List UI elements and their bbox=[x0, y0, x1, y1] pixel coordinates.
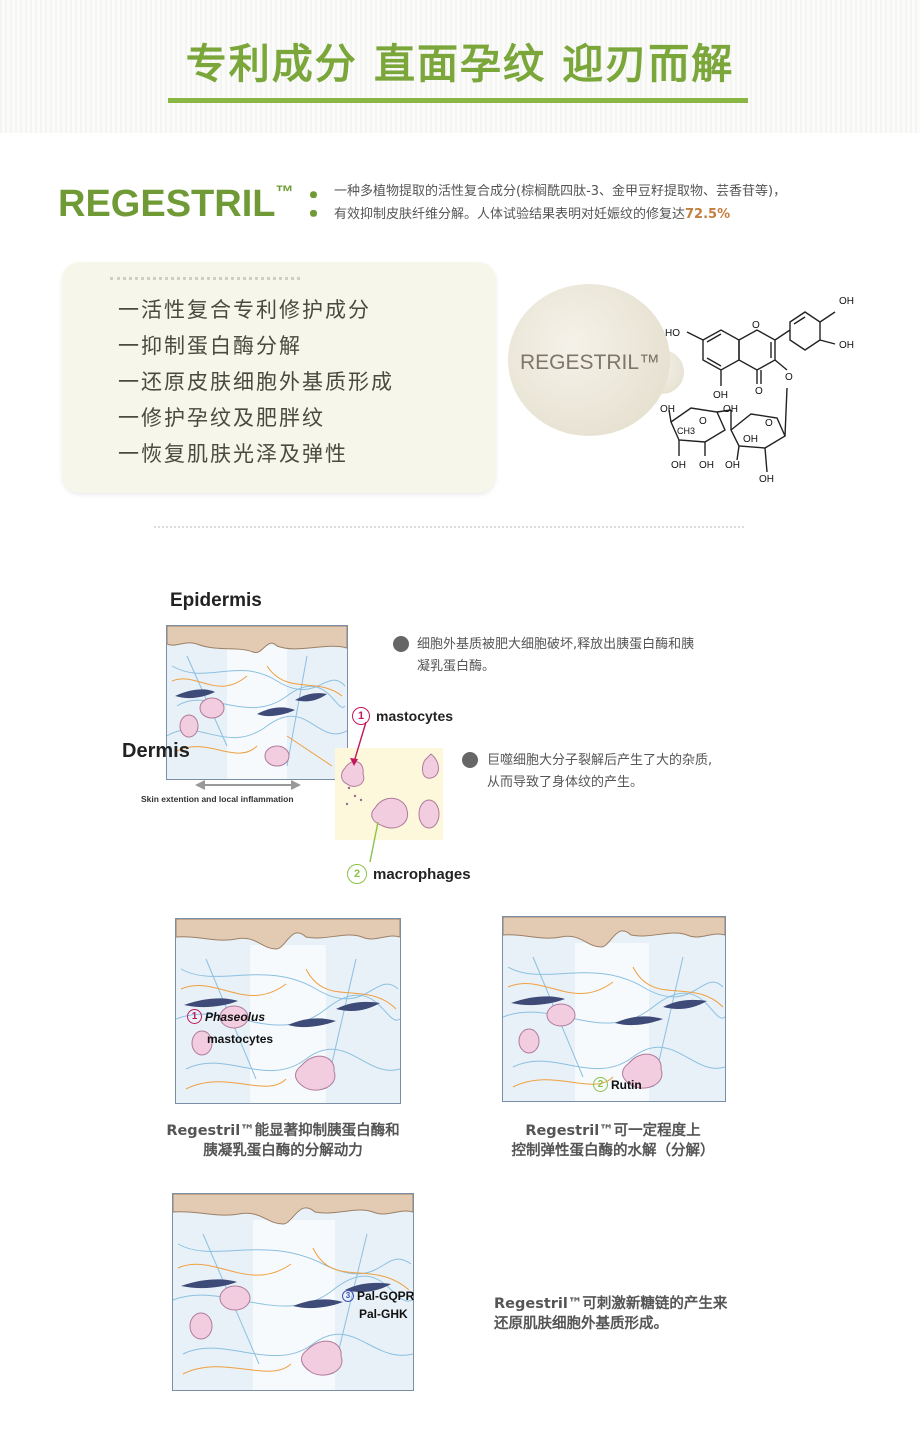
molecule-label: CH3 bbox=[677, 426, 695, 436]
header-band bbox=[0, 0, 920, 133]
caption-line: Regestril™能显著抑制胰蛋白酶和 bbox=[166, 1123, 400, 1139]
molecule-label: O bbox=[785, 372, 793, 383]
note-line: 细胞外基质被肥大细胞破坏,释放出胰蛋白酶和胰 bbox=[417, 637, 695, 652]
molecule-label: O bbox=[752, 320, 760, 331]
feature-item: 一修护孕纹及肥胖纹 bbox=[118, 406, 325, 430]
number-badge: 1 bbox=[187, 1009, 202, 1024]
panel-c-illustration bbox=[172, 1193, 414, 1391]
panel-a-illustration bbox=[175, 918, 401, 1104]
trademark-mark: ™ bbox=[275, 182, 294, 202]
skin-extension-note: Skin extention and local inflammation bbox=[141, 794, 294, 804]
molecule-label: OH bbox=[759, 474, 774, 485]
note-line: 巨噬细胞大分子裂解后产生了大的杂质, bbox=[487, 753, 713, 768]
repair-rate: 72.5% bbox=[685, 207, 731, 222]
pal-ghk-label: Pal-GHK bbox=[359, 1307, 408, 1321]
features-box bbox=[62, 262, 496, 493]
caption-line: Regestril™可一定程度上 bbox=[525, 1123, 701, 1139]
molecule-label: OH bbox=[723, 404, 738, 415]
page-title: 专利成分 直面孕纹 迎刃而解 bbox=[185, 40, 735, 88]
note-line: 凝乳蛋白酶。 bbox=[417, 659, 496, 674]
molecule-label: OH bbox=[725, 460, 740, 471]
mastocytes-sublabel: mastocytes bbox=[207, 1032, 274, 1046]
pointer-line bbox=[369, 821, 379, 863]
feature-item: 一还原皮肤细胞外基质形成 bbox=[118, 370, 394, 394]
product-bubble bbox=[508, 284, 670, 436]
molecule-label: O bbox=[755, 386, 763, 397]
rutin-text: Rutin bbox=[611, 1078, 642, 1092]
molecule-label: O bbox=[699, 416, 707, 427]
feature-item: 一活性复合专利修护成分 bbox=[118, 298, 371, 322]
brand-colon: ： bbox=[304, 183, 343, 225]
molecule-label: OH bbox=[671, 460, 686, 471]
epidermis-label: Epidermis bbox=[170, 590, 262, 611]
bullet-dot bbox=[462, 752, 478, 768]
caption-line: 还原肌肤细胞外基质形成。 bbox=[494, 1316, 668, 1332]
mastocytes-label: 1 mastocytes bbox=[352, 707, 453, 725]
intro-line-1: 一种多植物提取的活性复合成分(棕榈酰四肽-3、金甲豆籽提取物、芸香苷等)， bbox=[334, 184, 787, 199]
skin-illustration bbox=[166, 625, 348, 780]
title-underline bbox=[168, 98, 748, 103]
feature-item: 一抑制蛋白酶分解 bbox=[118, 334, 302, 358]
pal-gqpr-text: Pal-GQPR bbox=[357, 1289, 415, 1303]
molecule-label: OH bbox=[839, 296, 854, 307]
molecule-label: OH bbox=[713, 390, 728, 401]
dermis-label: Dermis bbox=[122, 740, 190, 762]
molecule-label: O bbox=[765, 418, 773, 429]
macrophages-text: macrophages bbox=[373, 866, 471, 883]
section-divider bbox=[154, 526, 744, 528]
caption-line: Regestril™可刺激新糖链的产生来 bbox=[494, 1296, 728, 1312]
number-badge: 1 bbox=[352, 707, 370, 725]
molecule-label: HO bbox=[665, 328, 680, 339]
pointer-line bbox=[350, 721, 367, 766]
double-arrow-icon bbox=[195, 780, 301, 790]
intro-description: 一种多植物提取的活性复合成分(棕榈酰四肽-3、金甲豆籽提取物、芸香苷等)， 有效… bbox=[334, 180, 894, 226]
brand-text: REGESTRIL bbox=[58, 183, 276, 225]
caption-line: 胰凝乳蛋白酶的分解动力 bbox=[203, 1143, 363, 1159]
features-list: 一活性复合专利修护成分 一抑制蛋白酶分解 一还原皮肤细胞外基质形成 一修护孕纹及… bbox=[118, 292, 394, 472]
note-mastocytes: 细胞外基质被肥大细胞破坏,释放出胰蛋白酶和胰 凝乳蛋白酶。 bbox=[417, 634, 777, 678]
macrophages-label: 2 macrophages bbox=[347, 864, 471, 884]
brand-name: REGESTRIL™ ： bbox=[58, 172, 342, 227]
note-macrophages: 巨噬细胞大分子裂解后产生了大的杂质, 从而导致了身体纹的产生。 bbox=[487, 750, 787, 794]
molecule-label: OH bbox=[743, 434, 758, 445]
intro-line-2: 有效抑制皮肤纤维分解。人体试验结果表明对妊娠纹的修复达72.5% bbox=[334, 203, 894, 226]
molecule-label: OH bbox=[699, 460, 714, 471]
dotted-rule bbox=[110, 277, 300, 280]
intro-line-2-text: 有效抑制皮肤纤维分解。人体试验结果表明对妊娠纹的修复达 bbox=[334, 207, 686, 222]
panel-a-caption: Regestril™能显著抑制胰蛋白酶和 胰凝乳蛋白酶的分解动力 bbox=[148, 1121, 418, 1161]
panel-b-illustration bbox=[502, 916, 726, 1102]
bullet-dot bbox=[393, 636, 409, 652]
caption-line: 控制弹性蛋白酶的水解（分解） bbox=[511, 1143, 715, 1159]
number-badge: 3 bbox=[342, 1290, 354, 1302]
molecule-label: OH bbox=[839, 340, 854, 351]
mastocytes-text: mastocytes bbox=[376, 708, 454, 724]
panel-c-caption: Regestril™可刺激新糖链的产生来 还原肌肤细胞外基质形成。 bbox=[494, 1294, 774, 1334]
molecule-structure-icon: OH OH HO O O OH O O OH CH3 O OH OH OH OH… bbox=[660, 296, 854, 485]
number-badge: 2 bbox=[593, 1077, 608, 1092]
feature-item: 一恢复肌肤光泽及弹性 bbox=[118, 442, 348, 466]
panel-b-caption: Regestril™可一定程度上 控制弹性蛋白酶的水解（分解） bbox=[478, 1121, 748, 1161]
bubble-label: REGESTRIL™ bbox=[519, 351, 661, 374]
molecule-label: OH bbox=[660, 404, 675, 415]
phaseolus-text: Phaseolus bbox=[205, 1010, 266, 1024]
number-badge: 2 bbox=[347, 864, 367, 884]
note-line: 从而导致了身体纹的产生。 bbox=[487, 775, 644, 790]
